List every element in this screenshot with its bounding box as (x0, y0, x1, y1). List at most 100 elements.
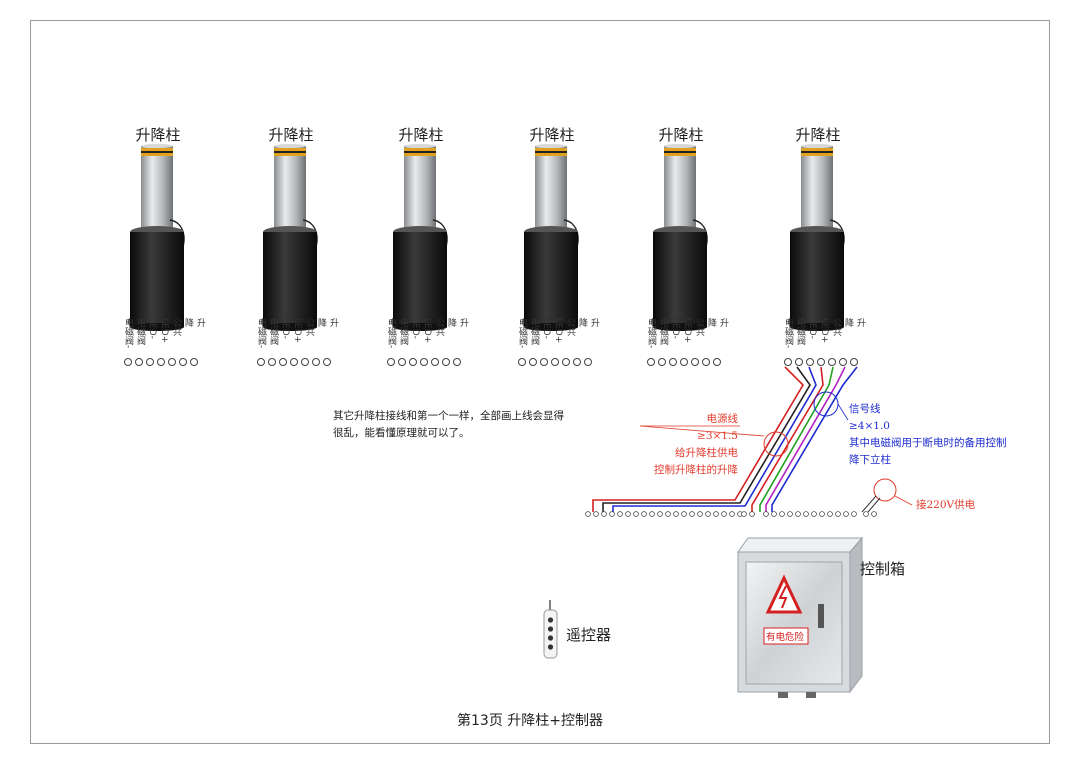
terminal-row (784, 358, 858, 366)
terminal-row (647, 358, 721, 366)
terminal-circle (157, 358, 165, 366)
terminal-circle (257, 358, 265, 366)
note-power-line3: 给升降柱供电 (675, 447, 738, 459)
terminal-label: LED- (807, 318, 817, 339)
controller-terminal (649, 511, 655, 517)
terminal-circle (839, 358, 847, 366)
controller-terminal (721, 511, 727, 517)
controller-terminal (843, 511, 849, 517)
terminal-label: 降 (577, 318, 587, 327)
remote-label: 遥控器 (566, 626, 612, 644)
terminal-circle (398, 358, 406, 366)
terminal-label: LED+ (553, 318, 563, 344)
controller-terminal (641, 511, 647, 517)
terminal-circle (442, 358, 450, 366)
bollard-title: 升降柱 (658, 126, 704, 144)
terminal-circle (658, 358, 666, 366)
note-power-line1: 电源线 (706, 413, 739, 425)
terminal-label: 电磁阀+ (646, 318, 668, 345)
controller-terminal (697, 511, 703, 517)
terminal-circle (290, 358, 298, 366)
remote-control-icon (543, 600, 558, 659)
controller-terminal (585, 511, 591, 517)
terminal-label: 电磁阀- (783, 318, 793, 349)
terminal-label: 电磁阀+ (386, 318, 408, 345)
note-power-line4: 控制升降柱的升降 (654, 464, 738, 476)
terminal-circle (669, 358, 677, 366)
controller-terminal (609, 511, 615, 517)
terminal-label: LED+ (819, 318, 829, 344)
bollard-illustration (653, 144, 708, 331)
terminal-circle (124, 358, 132, 366)
controller-terminal (601, 511, 607, 517)
terminal-circle (817, 358, 825, 366)
controller-terminal (763, 511, 769, 517)
terminal-circle (312, 358, 320, 366)
terminal-row (518, 358, 592, 366)
terminal-circle (387, 358, 395, 366)
controller-terminal (673, 511, 679, 517)
terminal-circle (135, 358, 143, 366)
terminal-label: 电磁阀+ (783, 318, 805, 345)
terminal-circle (453, 358, 461, 366)
terminal-circle (562, 358, 570, 366)
note-signal-line1: 信号线 (849, 403, 881, 415)
page-caption: 第13页 升降柱+控制器 (457, 713, 603, 729)
controller-terminal (681, 511, 687, 517)
terminal-circle (806, 358, 814, 366)
controller-terminal (689, 511, 695, 517)
terminal-label: 电磁阀+ (123, 318, 145, 345)
terminal-label: 降 (316, 318, 326, 327)
controller-terminal (803, 511, 809, 517)
controller-terminal (851, 511, 857, 517)
terminal-circle (168, 358, 176, 366)
terminal-circle (702, 358, 710, 366)
bollard-title: 升降柱 (268, 126, 314, 144)
note-signal-line2: ≥4×1.0 (849, 420, 890, 432)
terminal-label: LED- (410, 318, 420, 339)
bollard-title: 升降柱 (398, 126, 444, 144)
terminal-circle (795, 358, 803, 366)
terminal-circle (573, 358, 581, 366)
terminal-label: 升 (855, 318, 865, 327)
terminal-circle (713, 358, 721, 366)
terminal-circle (584, 358, 592, 366)
controller-terminal (871, 511, 877, 517)
note-signal: 信号线 ≥4×1.0 其中电磁阀用于断电时的备用控制 降下立柱 (849, 401, 1049, 469)
terminal-label: 公共 (434, 318, 444, 336)
controller-terminal (779, 511, 785, 517)
controller-terminal (713, 511, 719, 517)
terminal-label: LED+ (159, 318, 169, 344)
terminal-row (387, 358, 461, 366)
terminal-label: 公共 (171, 318, 181, 336)
terminal-circle (850, 358, 858, 366)
terminal-label: LED- (541, 318, 551, 339)
terminal-label: 公共 (694, 318, 704, 336)
terminal-circle (409, 358, 417, 366)
controller-terminal (835, 511, 841, 517)
terminal-circle (691, 358, 699, 366)
terminal-circle (784, 358, 792, 366)
controller-terminal (617, 511, 623, 517)
terminal-circle (828, 358, 836, 366)
wire-valve-minus-blue (771, 366, 858, 512)
terminal-circle (540, 358, 548, 366)
terminal-circle (268, 358, 276, 366)
bollard-illustration (524, 144, 579, 331)
bollard-title: 升降柱 (529, 126, 575, 144)
terminal-label: 电磁阀- (256, 318, 266, 349)
controller-terminal (593, 511, 599, 517)
controller-terminal (771, 511, 777, 517)
bollard-title: 升降柱 (135, 126, 181, 144)
wire-led-minus-green (759, 366, 834, 512)
terminal-label: 降 (706, 318, 716, 327)
terminal-label: 电磁阀- (123, 318, 133, 349)
controller-terminal (657, 511, 663, 517)
terminal-circle (190, 358, 198, 366)
terminal-label: LED- (147, 318, 157, 339)
controller-terminal (811, 511, 817, 517)
wire-down-black (602, 366, 811, 512)
power-wire-marker (763, 431, 789, 457)
